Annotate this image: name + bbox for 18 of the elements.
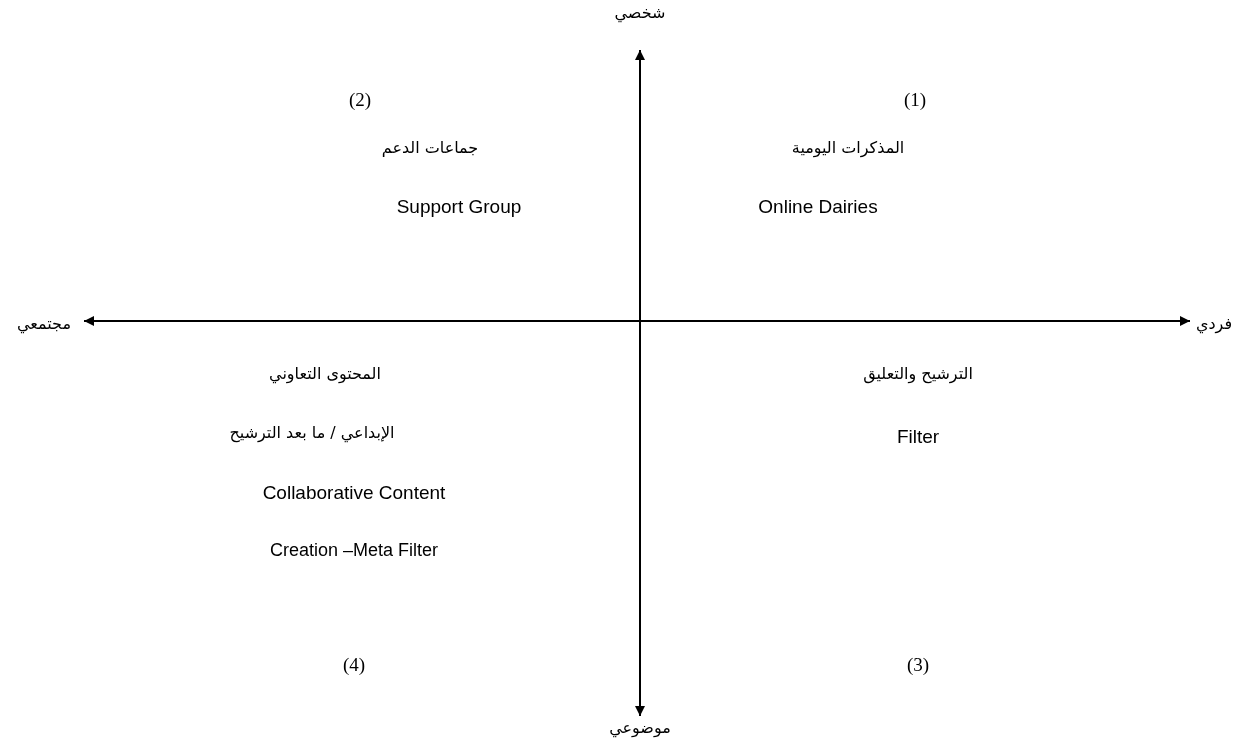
quadrant-number: (1) xyxy=(903,89,927,111)
quadrant-label: الإبداعي / ما بعد الترشيح xyxy=(229,422,395,442)
quadrant-label: المذكرات اليومية xyxy=(791,137,905,157)
quadrant-label: الترشيح والتعليق xyxy=(863,363,973,383)
quadrant-label: جماعات الدعم xyxy=(381,137,479,157)
quadrant-label: المحتوى التعاوني xyxy=(269,363,381,383)
quadrant-number: (4) xyxy=(342,654,366,676)
axis-label: فردي xyxy=(1195,313,1233,333)
quadrant-number: (2) xyxy=(348,89,372,111)
axis-label: موضوعي xyxy=(609,717,671,737)
quadrant-label: Creation –Meta Filter xyxy=(269,539,439,561)
quadrant-label: Online Dairies xyxy=(758,196,878,218)
axis-label: شخصي xyxy=(614,2,666,22)
axis-label: مجتمعي xyxy=(17,313,71,333)
quadrant-number: (3) xyxy=(906,654,930,676)
quadrant-label: Support Group xyxy=(396,196,522,218)
quadrant-label: Collaborative Content xyxy=(262,482,446,504)
quadrant-label: Filter xyxy=(896,426,940,448)
